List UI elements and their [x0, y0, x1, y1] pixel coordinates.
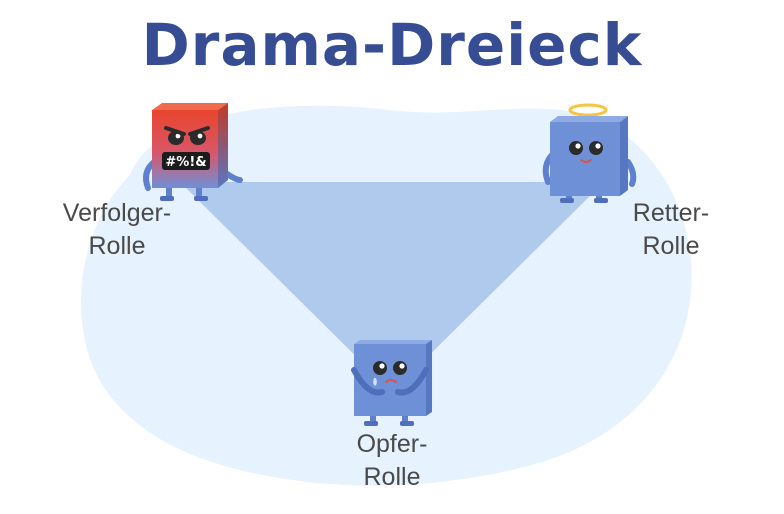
angry-cube-icon: #%!&: [143, 103, 243, 201]
label-persecutor-line1: Verfolger-: [62, 199, 172, 227]
curse-symbols: #%!&: [165, 155, 206, 170]
label-victim-role: Opfer- Rolle: [312, 428, 472, 494]
label-rescuer-line2: Rolle: [642, 232, 700, 260]
crying-cube-icon: [351, 340, 432, 426]
label-rescuer-role: Retter- Rolle: [591, 197, 751, 263]
label-victim-line1: Opfer-: [356, 430, 428, 458]
label-victim-line2: Rolle: [363, 463, 421, 491]
page-title: Drama-Dreieck: [141, 11, 643, 79]
label-persecutor-line2: Rolle: [88, 232, 146, 260]
drama-triangle: [180, 182, 604, 392]
halo-cube-icon: [542, 103, 637, 203]
label-rescuer-line1: Retter-: [632, 199, 710, 227]
label-persecutor-role: Verfolger- Rolle: [37, 197, 197, 263]
